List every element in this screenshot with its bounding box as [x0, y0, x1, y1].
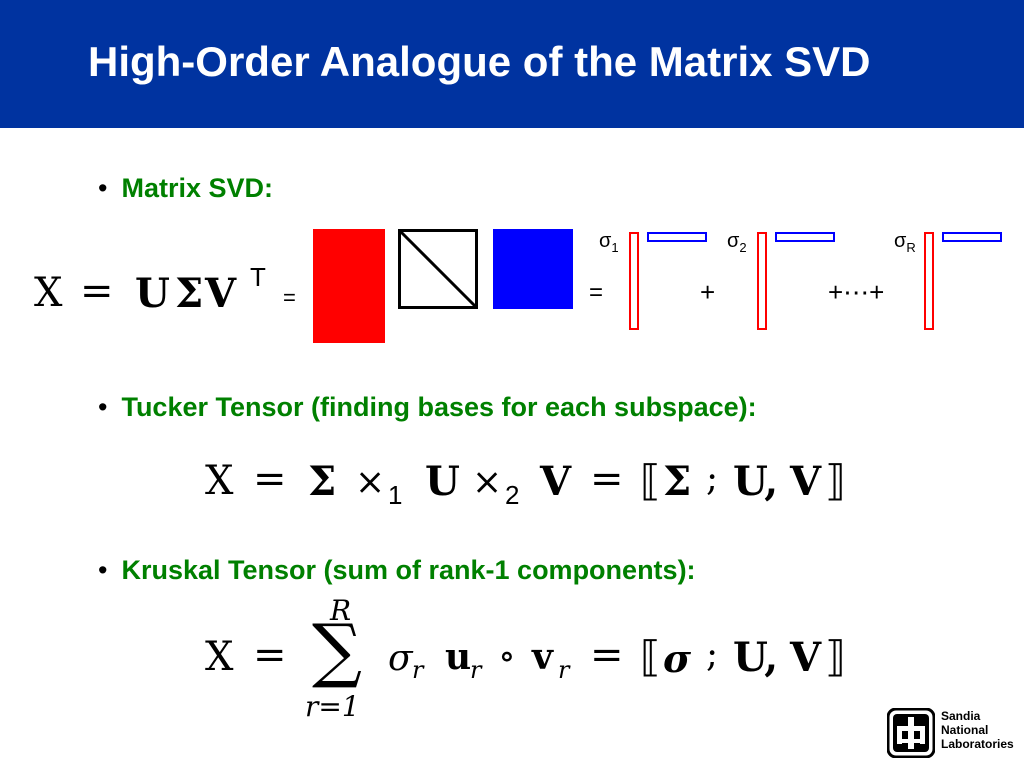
kruskal-eq-2: =: [590, 632, 624, 678]
u1-column: [629, 232, 639, 330]
bullet-matrix-svd: • Matrix SVD:: [98, 173, 273, 204]
sandia-logo-text: Sandia National Laboratories: [941, 709, 1014, 751]
sandia-thunderbird-icon: [887, 708, 935, 758]
logo-line-1: Sandia: [941, 709, 981, 723]
sigma-diagonal-block: [398, 229, 478, 309]
vr-row: [942, 232, 1002, 242]
svd-small-eq: =: [283, 285, 296, 310]
kruskal-u: u: [445, 636, 472, 678]
slide-title: High-Order Analogue of the Matrix SVD: [88, 38, 871, 85]
kruskal-sum: ∑: [312, 609, 362, 691]
svd-v: V: [205, 270, 237, 317]
tucker-left-bracket: ⟦: [640, 456, 661, 505]
kruskal-left-bracket: ⟦: [640, 632, 661, 681]
tucker-eq: =: [253, 456, 287, 502]
tucker-sigma: Σ: [308, 458, 337, 505]
svd-u: U: [135, 270, 170, 317]
bullet-tucker: • Tucker Tensor (finding bases for each s…: [98, 392, 757, 423]
kruskal-right-bracket: ⟧: [825, 632, 846, 681]
tucker-sub-2: 2: [505, 480, 520, 510]
logo-line-2: National: [941, 723, 989, 737]
tucker-sigma-2: Σ: [663, 458, 692, 505]
sigma1-label: σ1: [599, 230, 619, 255]
svd-eq: =: [80, 268, 114, 314]
kruskal-u-sub: r: [470, 656, 482, 684]
tucker-v: V: [540, 458, 572, 505]
bullet-kruskal: • Kruskal Tensor (sum of rank-1 component…: [98, 555, 696, 586]
kruskal-sigma-bold: σ: [663, 636, 692, 681]
kruskal-semicolon: ;: [706, 634, 719, 675]
u2-column: [757, 232, 767, 330]
title-bar: [0, 0, 1024, 128]
kruskal-sum-upper: R: [330, 594, 352, 627]
svd-x: X: [34, 270, 63, 316]
bullet-marker: •: [98, 173, 108, 203]
svd-eq-2: =: [589, 279, 604, 306]
bullet-marker: •: [98, 555, 108, 585]
kruskal-sigma: σ: [388, 638, 413, 679]
sigma2-label: σ2: [727, 230, 747, 255]
logo-line-3: Laboratories: [941, 737, 1014, 751]
plus-dots: +⋯+: [828, 277, 885, 307]
tucker-semicolon: ;: [706, 458, 719, 499]
kruskal-sigma-sub: r: [412, 656, 424, 684]
kruskal-v-matrix: V: [790, 634, 822, 681]
tucker-x: X: [205, 458, 234, 504]
plus-1: +: [700, 277, 716, 307]
bullet-text: Matrix SVD:: [121, 173, 273, 203]
kruskal-eq: =: [253, 632, 287, 678]
bullet-text: Kruskal Tensor (sum of rank-1 components…: [121, 555, 696, 585]
kruskal-x: X: [205, 634, 234, 680]
tucker-eq-2: =: [590, 456, 624, 502]
ur-column: [924, 232, 934, 330]
svd-transpose: T: [250, 262, 266, 292]
u-matrix-block: [313, 229, 385, 343]
tucker-times-2: ×: [472, 462, 503, 503]
v1-row: [647, 232, 707, 242]
kruskal-sum-lower: r=1: [305, 690, 360, 723]
tucker-sub-1: 1: [388, 480, 403, 510]
tucker-times-1: ×: [355, 462, 386, 503]
kruskal-circ: ∘: [498, 636, 516, 677]
tucker-u-2: U,: [733, 458, 779, 505]
bullet-text: Tucker Tensor (finding bases for each su…: [121, 392, 757, 422]
tucker-right-bracket: ⟧: [825, 456, 846, 505]
bullet-marker: •: [98, 392, 108, 422]
svd-sigma: Σ: [175, 270, 204, 317]
tucker-v-2: V: [790, 458, 822, 505]
v2-row: [775, 232, 835, 242]
tucker-u: U: [425, 458, 460, 505]
kruskal-v-sub: r: [558, 656, 570, 684]
vt-matrix-block: [493, 229, 573, 309]
kruskal-u-matrix: U,: [733, 634, 779, 681]
kruskal-v: v: [532, 636, 553, 678]
sigmaR-label: σR: [894, 230, 916, 255]
